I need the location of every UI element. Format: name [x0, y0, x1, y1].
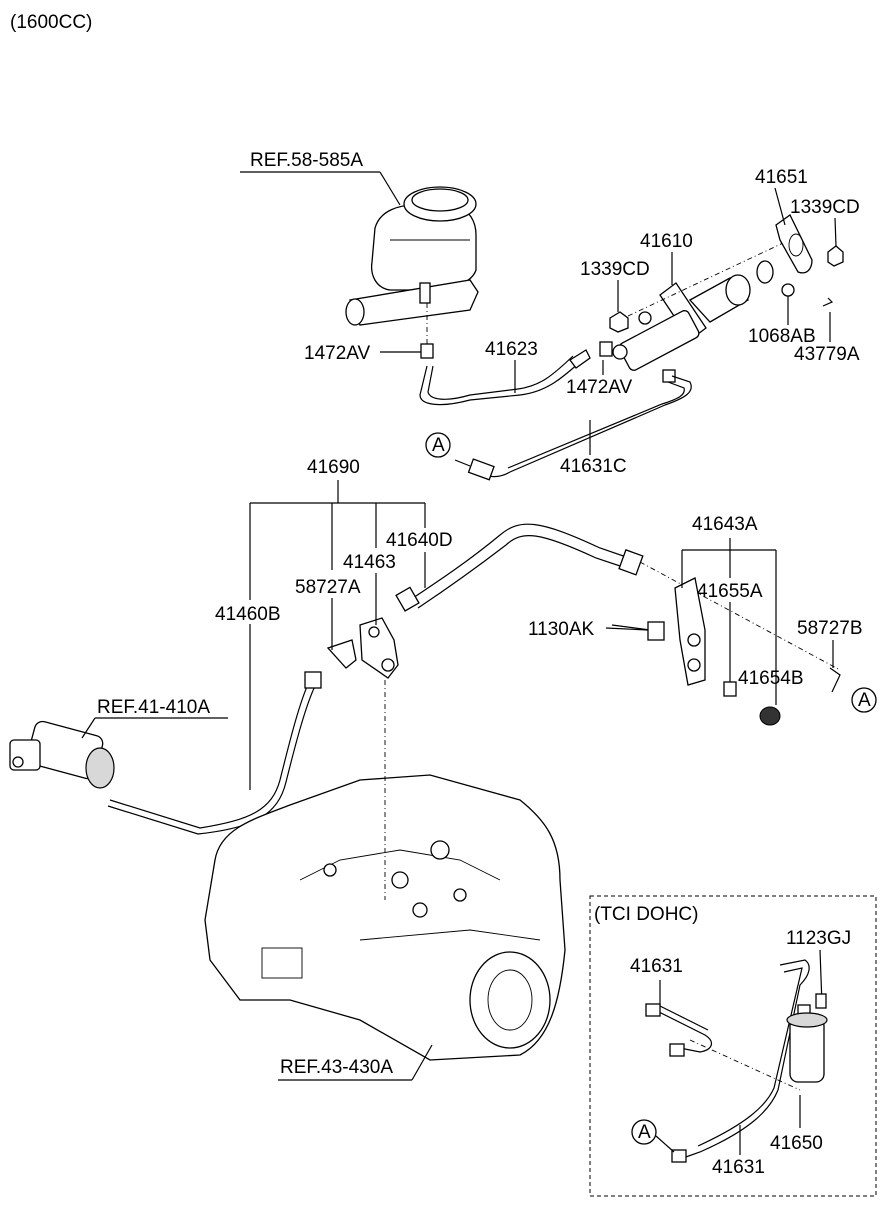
gasket-41651	[775, 214, 813, 274]
label-41651: 41651	[755, 167, 808, 188]
connector-marker-right: A	[851, 687, 877, 713]
label-41655a: 41655A	[697, 581, 763, 602]
label-41690: 41690	[307, 457, 360, 478]
pipe-41460b	[107, 671, 322, 835]
hose-41623	[419, 343, 591, 406]
transaxle-housing	[204, 774, 566, 1061]
variant-label: (1600CC)	[10, 12, 92, 33]
label-1123gj: 1123GJ	[786, 928, 851, 949]
tci-dohc-inset: (TCI DOHC) 1123GJ 41631 41650 41631 A	[589, 895, 877, 1197]
reservoir-master-cylinder	[345, 186, 479, 326]
inset-title: (TCI DOHC)	[594, 904, 698, 925]
label-41463: 41463	[343, 552, 396, 573]
label-1068ab: 1068AB	[748, 326, 816, 347]
label-41610: 41610	[640, 231, 693, 252]
connector-marker-top: A	[425, 432, 451, 458]
label-41654b: 41654B	[738, 668, 804, 689]
label-41623: 41623	[485, 339, 538, 360]
clip-58727b	[829, 667, 841, 693]
svg-text:A: A	[432, 435, 445, 456]
ref-release-cylinder-label: REF.41-410A	[97, 697, 210, 718]
svg-text:A: A	[638, 1122, 651, 1143]
inset-connector-marker: A	[631, 1119, 657, 1145]
label-1130ak: 1130AK	[528, 619, 595, 640]
label-58727b: 58727B	[797, 618, 863, 639]
label-41460b: 41460B	[215, 604, 281, 625]
washer-1068ab	[781, 283, 795, 297]
nut-1339cd-right	[827, 245, 844, 267]
label-41631-top: 41631	[630, 956, 683, 977]
label-1339cd-left: 1339CD	[580, 259, 650, 280]
hose-41640d	[395, 523, 644, 612]
grommet-41655a	[723, 681, 737, 697]
leader-lines	[81, 171, 837, 1081]
clutch-master-cylinder	[599, 260, 774, 383]
bracket-41463	[359, 617, 399, 679]
label-41631c: 41631C	[560, 456, 627, 477]
ref-transaxle-label: REF.43-430A	[280, 1057, 393, 1078]
release-cylinder	[9, 720, 115, 789]
svg-text:A: A	[858, 690, 871, 711]
label-41631-bottom: 41631	[712, 1157, 765, 1178]
label-1472av-right: 1472AV	[566, 377, 633, 398]
label-41650: 41650	[770, 1133, 823, 1154]
label-41640d: 41640D	[386, 530, 453, 551]
pipe-41631c	[467, 375, 692, 481]
pin-43779a	[822, 297, 834, 307]
label-43779a: 43779A	[794, 344, 860, 365]
bracket-41643a	[674, 577, 706, 686]
part-labels: REF.58-585A 41651 1339CD 41610 1339CD 10…	[97, 150, 863, 1078]
bushing-41654b	[759, 706, 781, 726]
label-1472av-left: 1472AV	[304, 343, 371, 364]
ref-reservoir-label: REF.58-585A	[250, 150, 363, 171]
label-41643a: 41643A	[692, 514, 758, 535]
bolt-1130ak	[611, 621, 665, 641]
label-1339cd-right: 1339CD	[790, 197, 860, 218]
clip-58727a	[326, 639, 357, 669]
label-58727a: 58727A	[295, 577, 361, 598]
